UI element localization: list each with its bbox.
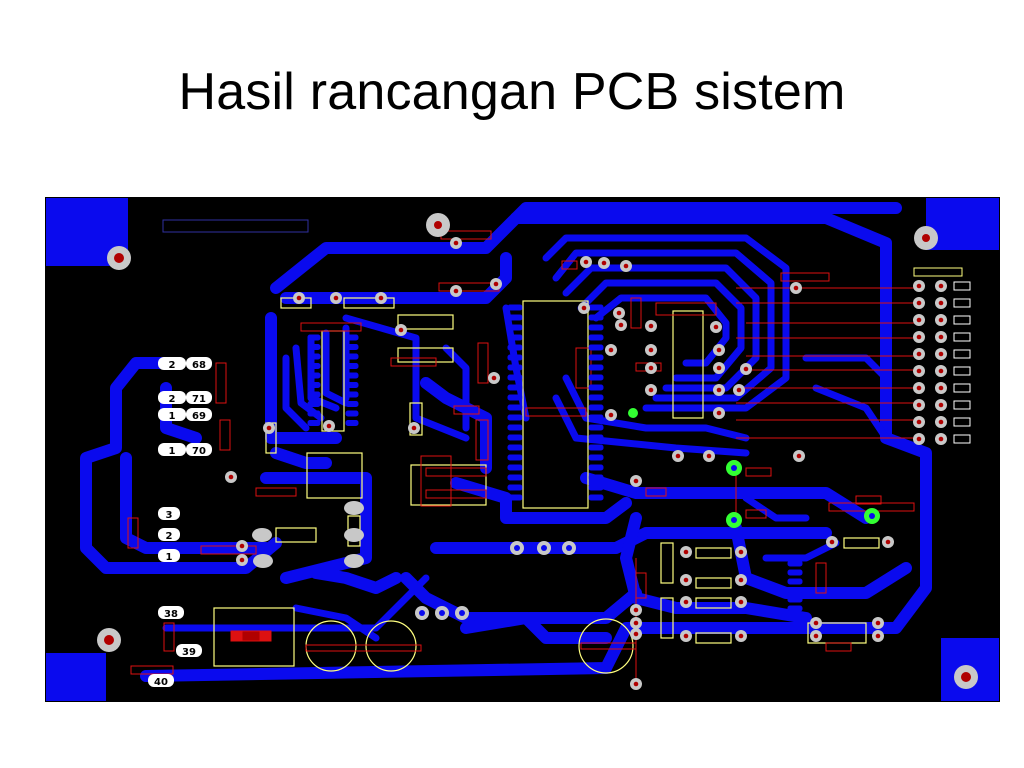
ic-u1-right-pins: [588, 304, 604, 501]
right-header: [913, 267, 963, 277]
svg-text:2: 2: [169, 360, 176, 371]
svg-text:38: 38: [164, 609, 178, 620]
svg-text:2: 2: [169, 394, 176, 405]
pcb-layout-image: 2 68 2 71 1 69 1 70 3 2 1 38 39 40: [45, 197, 1000, 702]
connector-label-c71: 2 71: [158, 391, 212, 405]
connector-label-c69: 1 69: [158, 408, 212, 422]
pcb-drawing: 2 68 2 71 1 69 1 70 3 2 1 38 39 40: [46, 198, 999, 701]
pads-layer: [225, 237, 971, 690]
copper-pour-top-right: [926, 198, 999, 250]
svg-text:71: 71: [192, 394, 206, 405]
connector-label-c3: 3: [158, 507, 180, 521]
green-vias: [628, 408, 880, 528]
svg-text:1: 1: [169, 411, 176, 422]
connector-label-c68: 2 68: [158, 357, 212, 371]
connector-label-c1: 1: [158, 549, 180, 563]
mounting-holes: [97, 213, 978, 689]
svg-text:68: 68: [192, 360, 206, 371]
ic-u1-left-pins: [507, 304, 523, 501]
ic-pin-rows: [307, 304, 803, 621]
svg-text:2: 2: [166, 531, 173, 542]
svg-text:40: 40: [154, 677, 168, 688]
connector-label-c70: 1 70: [158, 443, 212, 457]
svg-text:39: 39: [182, 647, 196, 658]
connector-labels: 2 68 2 71 1 69 1 70 3 2 1 38 39 40: [148, 357, 212, 688]
connector-label-c39: 39: [176, 644, 202, 658]
svg-text:69: 69: [192, 411, 206, 422]
svg-text:1: 1: [166, 552, 173, 563]
svg-text:1: 1: [169, 446, 176, 457]
svg-text:70: 70: [192, 446, 206, 457]
slide-title: Hasil rancangan PCB sistem: [178, 63, 846, 121]
connector-label-c38: 38: [158, 606, 184, 620]
svg-text:3: 3: [166, 510, 173, 521]
silkscreen-layer: [213, 297, 880, 674]
connector-label-c40: 40: [148, 674, 174, 688]
copper-pour-bottom-left: [46, 653, 106, 701]
red-outline-layer: [127, 219, 916, 681]
connector-label-c2: 2: [158, 528, 180, 542]
